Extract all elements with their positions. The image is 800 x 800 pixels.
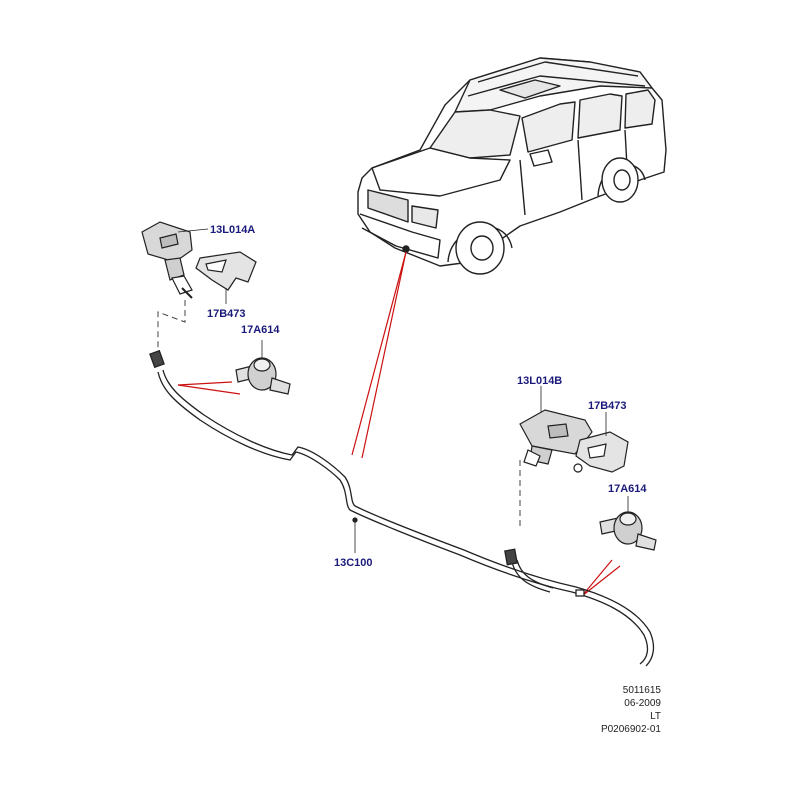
label-hose: 13C100 — [334, 557, 373, 569]
reference-number: 5011615 — [622, 685, 661, 696]
leader-nozzle-left — [177, 228, 209, 233]
reference-date: 06-2009 — [624, 698, 661, 709]
rear-wheel-hub — [613, 169, 631, 191]
location-marker — [402, 245, 410, 253]
door-line — [519, 159, 526, 216]
check-valve-right — [599, 496, 657, 551]
hose-connector-right — [504, 548, 518, 566]
label-valve-right: 17A614 — [608, 483, 647, 495]
alignment-dashes — [157, 300, 521, 530]
headlight — [411, 205, 439, 229]
label-valve-left: 17A614 — [241, 324, 280, 336]
vehicle-illustration — [357, 57, 667, 275]
front-wheel — [455, 221, 505, 275]
reference-code: LT — [650, 711, 661, 722]
rear-wheel — [601, 157, 639, 203]
check-valve-left — [235, 340, 291, 395]
washer-nozzle-right — [519, 409, 593, 467]
reference-block: 5011615 06-2009 LT P0206902-01 — [541, 684, 661, 736]
bracket-right — [573, 431, 629, 473]
side-window-quarter — [624, 89, 656, 129]
side-window-front — [521, 101, 576, 153]
label-nozzle-left: 13L014A — [210, 224, 255, 236]
label-nozzle-right: 13L014B — [517, 375, 562, 387]
washer-hose — [149, 349, 655, 667]
red-leader-lines — [177, 251, 621, 597]
door-line — [577, 139, 583, 201]
roof-rail — [467, 75, 646, 97]
label-bracket-right: 17B473 — [588, 400, 627, 412]
roof-rail — [477, 61, 639, 83]
washer-nozzle-left — [141, 221, 193, 299]
hose-t-joint — [575, 589, 585, 597]
sunroof — [499, 79, 561, 99]
bonnet — [371, 147, 511, 197]
reference-illustration-id: P0206902-01 — [600, 724, 661, 735]
front-bumper — [359, 213, 441, 259]
front-wheel-hub — [470, 235, 494, 261]
hose-connector-left — [149, 349, 165, 369]
label-bracket-left: 17B473 — [207, 308, 246, 320]
grille — [367, 189, 409, 223]
side-window-rear — [577, 93, 623, 139]
side-mirror — [529, 149, 553, 167]
bracket-left — [195, 251, 257, 291]
